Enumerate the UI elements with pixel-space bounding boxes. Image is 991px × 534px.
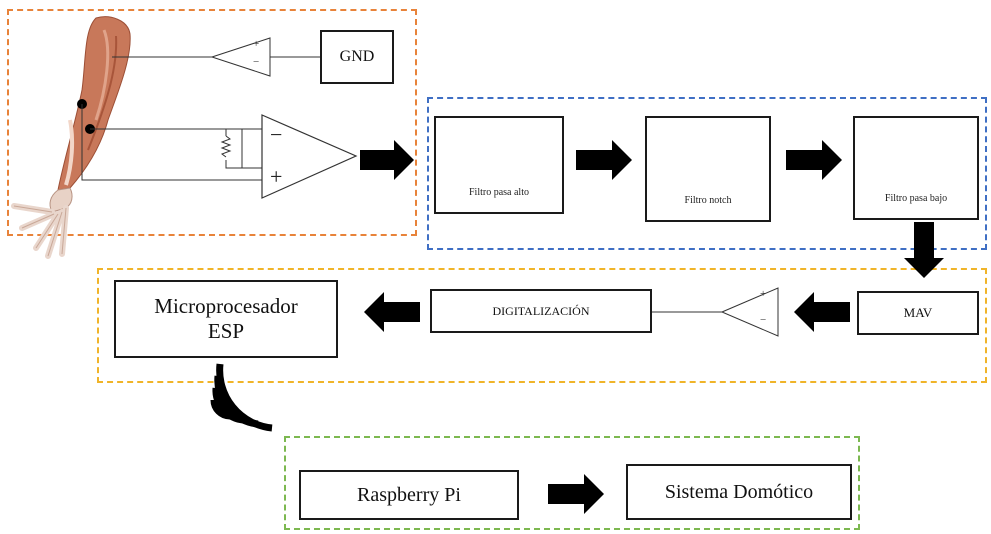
wireless-signal-icon <box>210 363 273 432</box>
microprocessor-box: Microprocesador ESP <box>114 280 338 358</box>
gnd-label: GND <box>339 48 375 65</box>
lowpass-filter-label: Filtro pasa bajo <box>884 193 948 204</box>
output-group-frame <box>284 436 860 530</box>
notch-filter-label: Filtro notch <box>684 195 732 206</box>
lowpass-filter-box: Filtro pasa bajo <box>853 116 979 220</box>
filter-group-frame <box>427 97 987 250</box>
mav-label: MAV <box>903 305 933 320</box>
opamp-plus: + <box>760 288 767 300</box>
mav-box: MAV <box>857 291 979 335</box>
arrow-digital-to-micro <box>364 292 420 332</box>
arrow-amp-to-filter <box>360 140 414 180</box>
highpass-filter-box: Filtro pasa alto <box>434 116 564 214</box>
arrow-hp-to-notch <box>576 140 632 180</box>
inamp-plus: + <box>270 164 283 189</box>
arrow-mav-to-opamp <box>794 292 850 332</box>
flow-arrows <box>360 140 944 514</box>
processing-group-frame <box>97 268 987 383</box>
opamp-minus: − <box>760 314 767 326</box>
inamp-minus: − <box>270 122 283 147</box>
raspberry-pi-label: Raspberry Pi <box>357 483 461 506</box>
arrow-notch-to-lp <box>786 140 842 180</box>
ref-amp-plus: + <box>253 38 260 50</box>
output-amplifier-icon <box>652 287 779 337</box>
domotic-system-box: Sistema Domótico <box>626 464 852 520</box>
gnd-box: GND <box>320 30 394 84</box>
digitalizacion-label: DIGITALIZACIÓN <box>492 303 590 318</box>
highpass-filter-label: Filtro pasa alto <box>469 187 529 198</box>
microprocessor-label-line2: ESP <box>207 319 245 343</box>
arrow-rpi-to-domotic <box>548 474 604 514</box>
instrumentation-amplifier-icon <box>81 104 358 199</box>
digitalizacion-box: DIGITALIZACIÓN <box>430 289 652 333</box>
microprocessor-label-line1: Microprocesador <box>154 293 298 318</box>
reference-amplifier-icon <box>112 37 320 77</box>
domotic-system-label: Sistema Domótico <box>664 480 814 503</box>
raspberry-pi-box: Raspberry Pi <box>299 470 519 520</box>
sensor-group-frame <box>7 9 417 236</box>
notch-filter-box: Filtro notch <box>645 116 771 222</box>
arm-illustration <box>11 16 131 259</box>
ref-amp-minus: − <box>253 56 260 68</box>
arrow-lp-to-mav <box>904 222 944 278</box>
